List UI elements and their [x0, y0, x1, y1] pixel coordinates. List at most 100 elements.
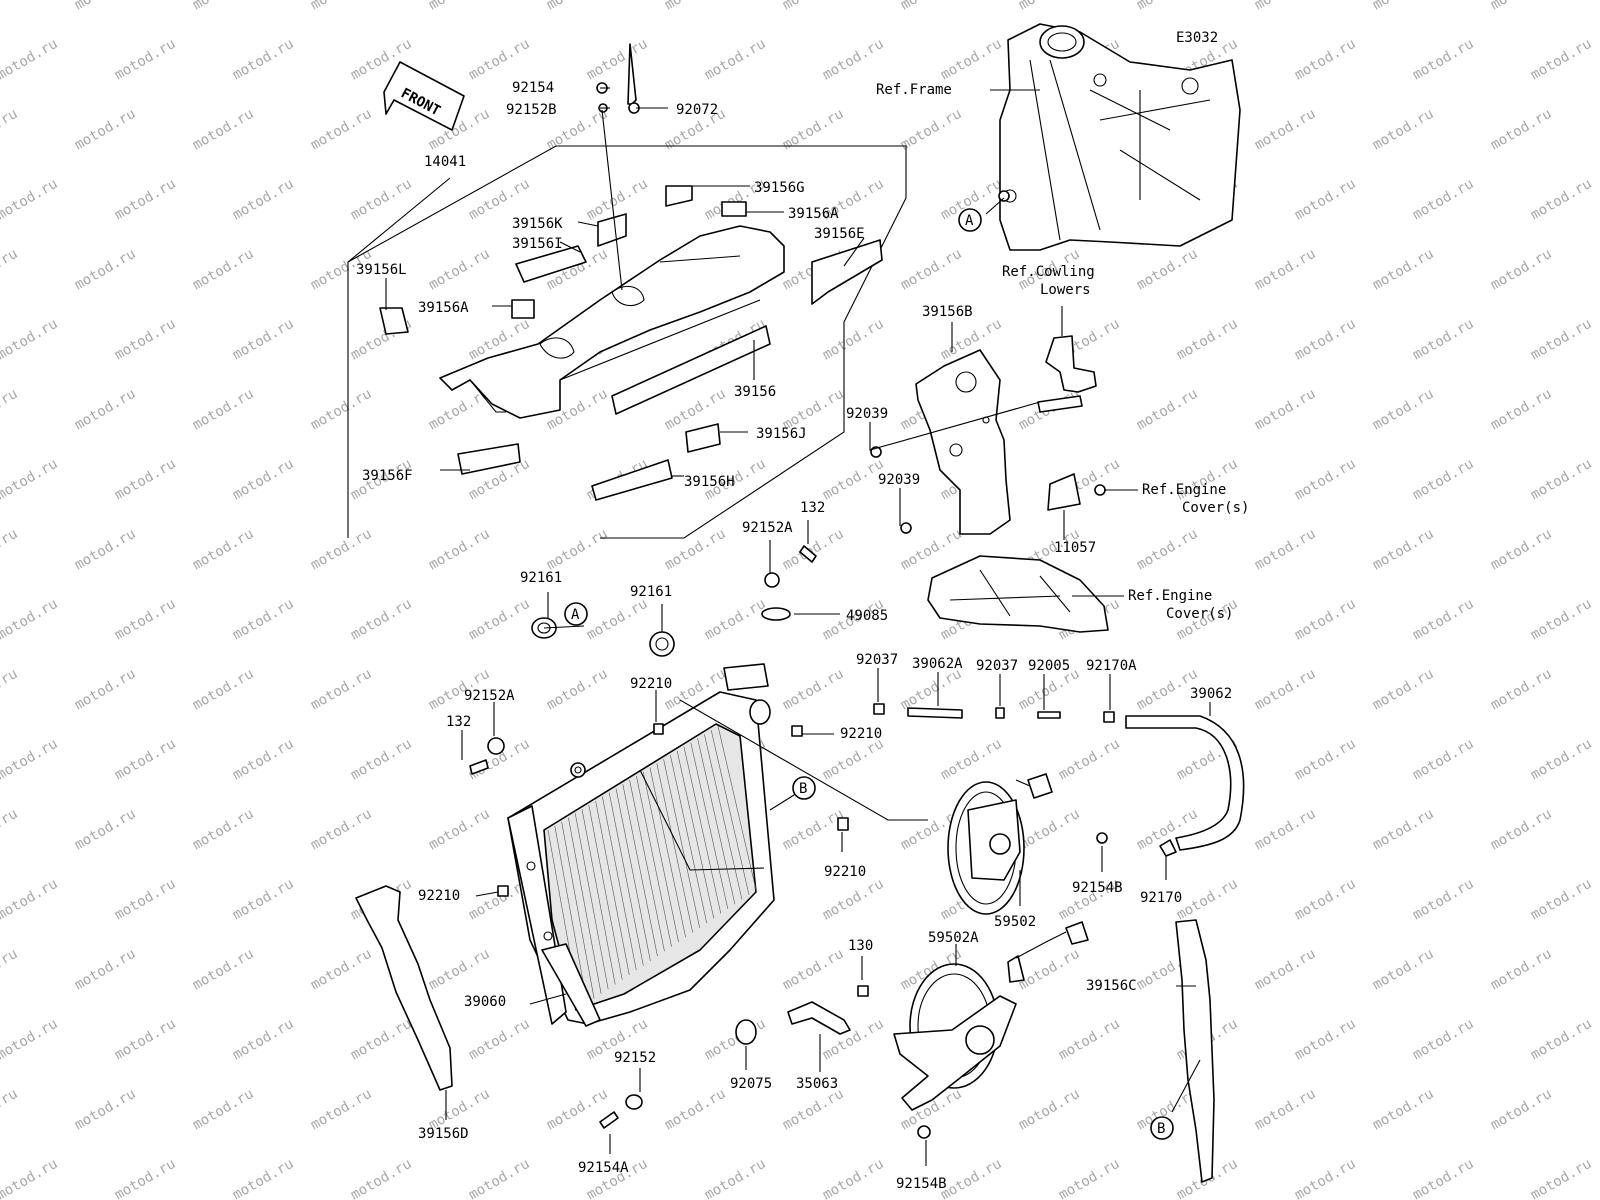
watermark-text: motod.ru [1410, 596, 1476, 644]
fan-59502A [893, 921, 1089, 1111]
watermark-text: motod.ru [1016, 1086, 1082, 1134]
foam-39156K [597, 213, 627, 247]
watermark-text: motod.ru [230, 176, 296, 224]
watermark-text: motod.ru [1252, 946, 1318, 994]
watermark-text: motod.ru [190, 106, 256, 154]
watermark-text: motod.ru [1252, 806, 1318, 854]
watermark-text: motod.ru [426, 946, 492, 994]
watermark-text: motod.ru [1488, 106, 1554, 154]
ref-engine-cover-a-line1: Ref.Engine [1142, 482, 1226, 498]
watermark-text: motod.ru [938, 36, 1004, 84]
watermark-text: motod.ru [780, 666, 846, 714]
watermark-text: motod.ru [348, 1156, 414, 1200]
watermark-text: motod.ru [112, 876, 178, 924]
callout-14041: 14041 [424, 154, 466, 170]
callout-92152: 92152 [614, 1050, 656, 1066]
frame-reference [999, 23, 1241, 251]
radiator-fin-line [574, 813, 609, 990]
watermark-text: motod.ru [230, 596, 296, 644]
watermark-text: motod.ru [780, 0, 846, 13]
mounting-brackets [870, 335, 1106, 535]
watermark-text: motod.ru [190, 246, 256, 294]
callout-92154: 92154 [512, 80, 554, 96]
watermark-text: motod.ru [1016, 806, 1082, 854]
watermark-text: motod.ru [308, 106, 374, 154]
small-fasteners [469, 190, 1108, 1139]
watermark-text: motod.ru [702, 36, 768, 84]
callout-92154B-right: 92154B [1072, 880, 1123, 896]
callout-35063: 35063 [796, 1076, 838, 1092]
watermark-text: motod.ru [190, 526, 256, 574]
callout-39156K: 39156K [512, 216, 563, 232]
watermark-text: motod.ru [1292, 36, 1358, 84]
cowling-bracket [1045, 335, 1097, 393]
watermark-text: motod.ru [1528, 1156, 1594, 1200]
radiator-fin-line [663, 759, 700, 928]
watermark-text: motod.ru [1488, 246, 1554, 294]
callout-59502: 59502 [994, 914, 1036, 930]
radiator-fins [547, 725, 757, 1009]
watermark-text: motod.ru [780, 806, 846, 854]
watermark-text: motod.ru [112, 316, 178, 364]
callout-132-top: 132 [800, 500, 825, 516]
watermark-text: motod.ru [898, 666, 964, 714]
watermark-text: motod.ru [426, 806, 492, 854]
watermark-text: motod.ru [230, 316, 296, 364]
callout-92161-left: 92161 [520, 570, 562, 586]
watermark-text: motod.ru [72, 386, 138, 434]
watermark-text: motod.ru [348, 176, 414, 224]
watermark-text: motod.ru [1292, 1156, 1358, 1200]
radiator-fin-line [676, 750, 715, 919]
watermark-text: motod.ru [0, 176, 60, 224]
callout-92005: 92005 [1028, 658, 1070, 674]
callout-39156E: 39156E [814, 226, 865, 242]
watermark-text: motod.ru [190, 806, 256, 854]
engine-cover-reference [927, 555, 1109, 633]
foam-39156G [665, 185, 693, 207]
watermark-text: motod.ru [820, 736, 886, 784]
radiator-fin-line [670, 755, 708, 924]
watermark-text: motod.ru [72, 246, 138, 294]
watermark-text: motod.ru [308, 386, 374, 434]
callout-39156D: 39156D [418, 1126, 469, 1142]
watermark-text: motod.ru [1528, 316, 1594, 364]
watermark-text: motod.ru [112, 736, 178, 784]
radiator-fin-line [710, 730, 750, 895]
marker-B-center [792, 776, 816, 800]
watermark-text: motod.ru [1488, 946, 1554, 994]
callout-39156: 39156 [734, 384, 776, 400]
watermark-text: motod.ru [308, 526, 374, 574]
callout-39156G: 39156G [754, 180, 805, 196]
top-fasteners [596, 43, 640, 114]
ref-engine-cover-b-line2: Cover(s) [1166, 606, 1233, 622]
watermark-text: motod.ru [230, 1156, 296, 1200]
lower-mounts [599, 985, 869, 1129]
radiator-fin-line [622, 784, 658, 957]
watermark-text: motod.ru [1056, 1016, 1122, 1064]
callout-39156A-top: 39156A [788, 206, 839, 222]
watermark-text: motod.ru [1252, 386, 1318, 434]
radiator-fin-line [554, 825, 588, 1004]
callout-39156A-mid: 39156A [418, 300, 469, 316]
callout-130: 130 [848, 938, 873, 954]
foam-39156 [611, 325, 771, 415]
front-arrow: FRONT [383, 61, 465, 131]
callout-92072: 92072 [676, 102, 718, 118]
grommet-92075 [735, 1019, 757, 1045]
radiator-39060 [507, 691, 775, 1027]
watermark-text: motod.ru [0, 0, 20, 13]
watermark-text: motod.ru [466, 1016, 532, 1064]
watermark-text: motod.ru [1410, 316, 1476, 364]
watermark-text: motod.ru [1410, 176, 1476, 224]
watermark-text: motod.ru [72, 946, 138, 994]
callout-92152A-top: 92152A [742, 520, 793, 536]
foam-39156I [515, 245, 587, 283]
watermark-text: motod.ru [72, 666, 138, 714]
watermark-text: motod.ru [230, 736, 296, 784]
watermark-text: motod.ru [662, 0, 728, 13]
watermark-text: motod.ru [820, 876, 886, 924]
radiator-fin-line [602, 796, 637, 971]
watermark-text: motod.ru [1488, 806, 1554, 854]
watermark-text: motod.ru [230, 36, 296, 84]
watermark-text: motod.ru [702, 596, 768, 644]
